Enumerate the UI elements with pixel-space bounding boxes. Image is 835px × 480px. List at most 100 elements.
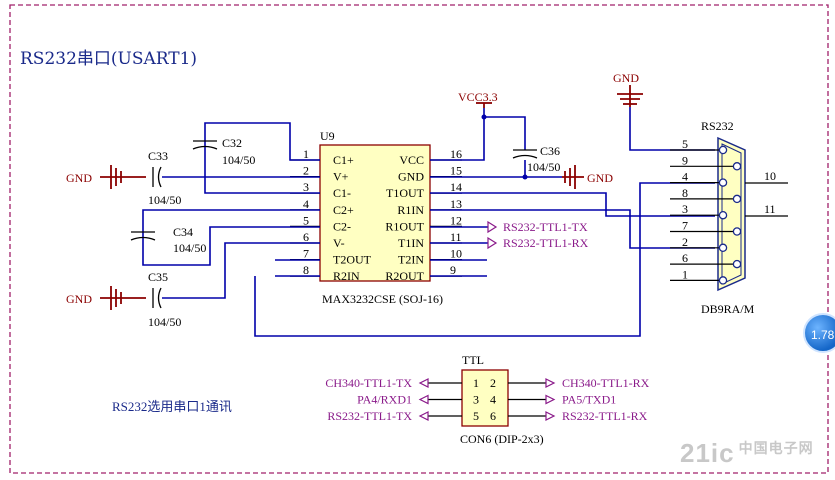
ttl-net-right: PA5/TXD1	[562, 393, 616, 407]
db9-mount-pin: 11	[764, 202, 776, 216]
svg-text:RS232-TTL1-RX: RS232-TTL1-RX	[503, 236, 589, 250]
c33-value: 104/50	[148, 193, 181, 207]
u9-pin-number: 10	[450, 247, 462, 261]
db9-pin-number: 1	[682, 267, 688, 281]
c34-value: 104/50	[173, 241, 206, 255]
db9-pin-hole	[718, 178, 728, 187]
u9-pin-name: VCC	[399, 153, 424, 167]
gnd-label: GND	[66, 292, 92, 306]
u9-pin-number: 5	[303, 213, 309, 227]
u9-pin-name: T1OUT	[386, 186, 425, 200]
c35-value: 104/50	[148, 315, 181, 329]
db9-pin-hole	[718, 243, 728, 253]
net-port-left	[418, 394, 429, 405]
db9-mount-pin: 10	[764, 169, 776, 183]
svg-text:RS232-TTL1-TX: RS232-TTL1-TX	[503, 220, 588, 234]
db9-pin-number: 7	[682, 219, 688, 233]
db9-pin-hole	[732, 259, 742, 269]
gnd-label: GND	[587, 171, 613, 185]
u9-pin-number: 15	[450, 164, 462, 178]
db9-part: DB9RA/M	[701, 302, 755, 316]
u9-body[interactable]	[319, 144, 431, 282]
db9-shell	[717, 136, 746, 292]
u9-pin-number: 1	[303, 147, 309, 161]
u9-pin-name: R1IN	[397, 203, 424, 217]
u9-pin-number: 12	[450, 213, 462, 227]
u9-pin-number: 11	[450, 230, 462, 244]
c34-ref: C34	[173, 225, 193, 239]
c36-value: 104/50	[527, 160, 560, 174]
db9-pin-number: 9	[682, 153, 688, 167]
gnd-symbol-u9: GND	[562, 165, 613, 189]
u9-pin-number: 4	[303, 197, 309, 211]
net-port-right	[545, 378, 556, 388]
net-port-left	[418, 411, 429, 421]
u9-ref: U9	[320, 129, 335, 143]
u9-pin-name: V+	[333, 170, 349, 184]
ttl-pin-number: 1	[473, 376, 479, 390]
gnd-symbol-c33: GND	[66, 165, 146, 189]
c36-capacitor[interactable]: C36 104/50	[512, 144, 560, 174]
u9-pin-number: 7	[303, 247, 309, 261]
u9-pin-number: 9	[450, 263, 456, 277]
c32-ref: C32	[222, 136, 242, 150]
u9-pin-name: C1-	[333, 186, 351, 200]
u9-pin-number: 13	[450, 197, 462, 211]
junction-dot	[481, 114, 487, 120]
c33-capacitor[interactable]: C33 104/50	[148, 149, 181, 207]
u9-pin-name: C2-	[333, 219, 351, 233]
u9-pin-name: R2IN	[333, 269, 360, 283]
ttl-net-left: PA4/RXD1	[357, 393, 412, 407]
vcc-symbol: VCC3.3	[458, 90, 498, 108]
ttl-pin-number: 3	[473, 393, 479, 407]
net-port-left	[418, 378, 429, 388]
u9-pin-number: 8	[303, 263, 309, 277]
u9-pin-name: T1IN	[398, 236, 424, 250]
db9-pin-hole	[732, 227, 742, 236]
db9-pin-hole	[718, 210, 728, 220]
c36-ref: C36	[540, 144, 560, 158]
u9-pin-number: 14	[450, 180, 462, 194]
u9-part: MAX3232CSE (SOJ-16)	[322, 292, 443, 306]
db9-pin-number: 8	[682, 186, 688, 200]
c34-capacitor[interactable]: C34 104/50	[130, 225, 206, 255]
junction-dot	[522, 174, 528, 180]
u9-pin-number: 6	[303, 230, 309, 244]
u9-pin-name: V-	[333, 236, 345, 250]
ttl-body	[461, 369, 509, 427]
gnd-symbol-db9: GND	[613, 71, 643, 107]
gnd-label: GND	[613, 71, 639, 85]
c35-capacitor[interactable]: C35 104/50	[148, 270, 181, 329]
ttl-pin-number: 6	[490, 409, 496, 423]
vcc-label: VCC3.3	[458, 90, 498, 104]
ttl-net-left: CH340-TTL1-TX	[325, 376, 412, 390]
db9-pin-hole	[732, 194, 742, 204]
c32-capacitor[interactable]: C32 104/50	[192, 136, 255, 167]
db9-pin-hole	[718, 145, 728, 155]
schematic-title: RS232串口(USART1)	[20, 49, 197, 69]
zoom-badge[interactable]: 1.78	[803, 313, 835, 353]
c33-ref: C33	[148, 149, 168, 163]
db9-pin-number: 4	[682, 170, 688, 184]
ttl-pin-number: 4	[490, 393, 496, 407]
net-port-right	[545, 411, 556, 421]
u9-pin-number: 3	[303, 180, 309, 194]
gnd-label: GND	[66, 171, 92, 185]
wires	[142, 107, 715, 337]
u9-pin-name: R2OUT	[385, 269, 424, 283]
db9-pin-hole	[732, 162, 742, 171]
u9-pin-name: C2+	[333, 203, 354, 217]
u9-pin-name: R1OUT	[385, 219, 424, 233]
db9-pin-number: 5	[682, 137, 688, 151]
ttl-part: CON6 (DIP-2x3)	[460, 432, 544, 446]
db9-pin-number: 2	[682, 235, 688, 249]
ttl-net-right: RS232-TTL1-RX	[562, 409, 648, 423]
u9-pin-number: 16	[450, 147, 462, 161]
ttl-pin-number: 2	[490, 376, 496, 390]
ttl-ref: TTL	[462, 353, 484, 367]
u9-pin-name: C1+	[333, 153, 354, 167]
